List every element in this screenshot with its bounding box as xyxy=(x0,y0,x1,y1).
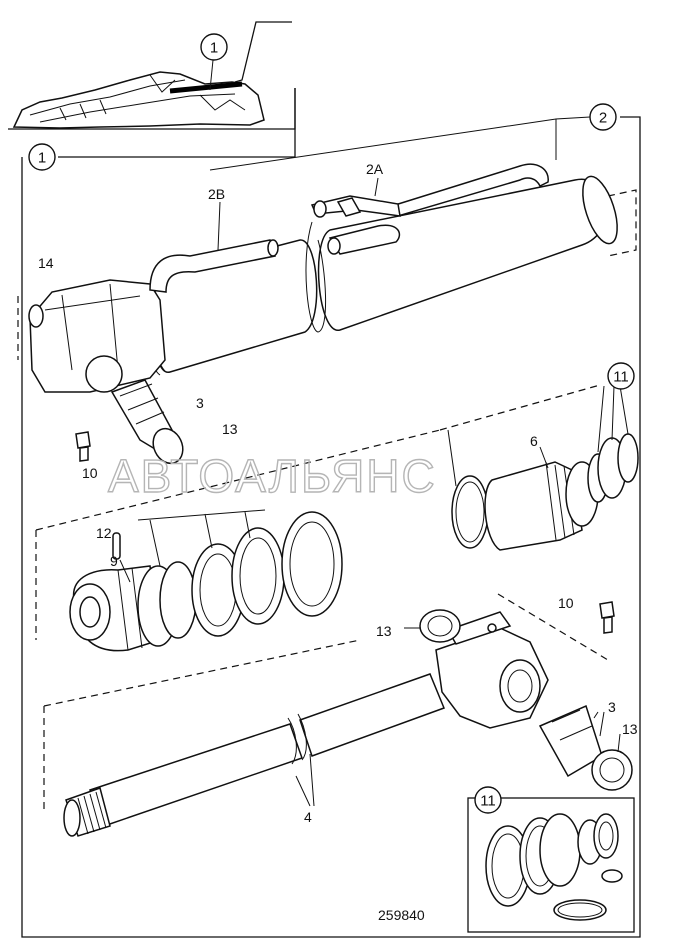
label-13-top: 13 xyxy=(222,421,238,437)
label-6: 6 xyxy=(530,433,538,449)
callout-1-box: 1 xyxy=(38,150,46,167)
label-14: 14 xyxy=(38,255,54,271)
grease-nipple-left xyxy=(75,431,91,462)
label-3-top: 3 xyxy=(196,395,204,411)
seal-kit-inset: 11 xyxy=(467,786,635,933)
callout-1-top: 1 xyxy=(210,40,218,57)
label-13-mid: 13 xyxy=(376,623,392,639)
label-12: 12 xyxy=(96,525,112,541)
main-frame: 1 2 xyxy=(21,88,641,938)
callout-circle-1-top xyxy=(200,33,228,61)
cylinder-barrel xyxy=(17,163,637,465)
callout-11-top: 11 xyxy=(613,369,629,386)
label-13-right: 13 xyxy=(622,721,638,737)
part-labels: 2A 2B 14 3 13 10 6 12 9 13 10 3 13 4 259… xyxy=(38,161,638,923)
piston-rod xyxy=(43,593,633,837)
label-3-right: 3 xyxy=(608,699,616,715)
locator-highlight-bar xyxy=(169,81,243,94)
callout-circle-11-top xyxy=(607,362,635,390)
callout-circle-1-box xyxy=(28,143,56,171)
label-2a: 2A xyxy=(366,161,384,177)
label-10-right: 10 xyxy=(558,595,574,611)
callout-circle-11-inset xyxy=(474,786,502,814)
label-9: 9 xyxy=(110,553,118,569)
callout-2: 2 xyxy=(599,110,607,127)
machine-silhouette xyxy=(12,71,265,129)
label-2b: 2B xyxy=(208,186,225,202)
drawing-number: 259840 xyxy=(378,907,425,923)
locator-inset: 1 xyxy=(8,21,296,130)
label-4: 4 xyxy=(304,809,312,825)
piston-and-seals: 11 xyxy=(35,362,639,652)
watermark: АВТОАЛЬЯНС xyxy=(108,450,437,502)
callout-11-inset: 11 xyxy=(480,793,496,810)
label-10-left: 10 xyxy=(82,465,98,481)
